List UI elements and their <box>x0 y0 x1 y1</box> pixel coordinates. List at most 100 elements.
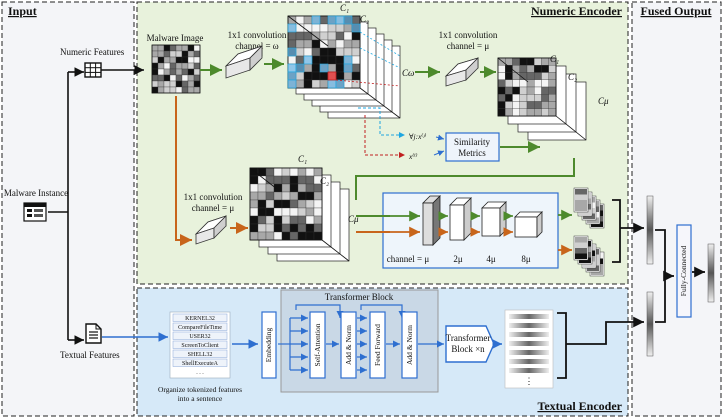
feature-map-cell <box>519 57 528 66</box>
feature-map-cell <box>335 55 345 65</box>
feature-map-cell <box>548 108 557 117</box>
token-text: CompareFileTime <box>178 325 222 331</box>
feature-map-cell <box>548 65 557 73</box>
feature-map-cell <box>335 47 345 57</box>
cnn-channel-4: 8μ <box>521 254 531 264</box>
feature-map-cell <box>548 79 557 88</box>
feature-map-cell <box>497 101 506 109</box>
feature-map-cell <box>327 63 337 73</box>
feature-map-cell <box>311 55 321 65</box>
feature-map-cell <box>313 167 323 177</box>
numeric-panel-title: Numeric Encoder <box>531 4 623 18</box>
feature-map-cell <box>305 175 315 185</box>
feature-map-cell <box>305 199 315 209</box>
feature-map-cell <box>351 55 361 65</box>
feature-map-cell <box>249 191 259 201</box>
feature-map-cell <box>295 55 305 65</box>
feature-map-cell <box>257 183 267 193</box>
feature-map-cell <box>534 79 542 88</box>
feature-map-cell <box>297 231 307 241</box>
stack-edge <box>359 87 401 119</box>
feature-map-cell <box>303 63 313 73</box>
feature-map-cell-frame <box>249 167 323 241</box>
image-cell <box>157 74 165 82</box>
feature-map-cell <box>249 223 259 233</box>
image-cell <box>151 50 159 58</box>
feature-map-cell <box>512 72 520 80</box>
feature-map-cell <box>541 72 549 80</box>
feature-map-cell <box>343 39 353 49</box>
token-text: ScreenToClient <box>181 343 219 349</box>
feature-map-cell <box>249 231 259 241</box>
token-row <box>172 331 228 340</box>
transformer-xn-label-2: Block ×n <box>451 344 485 354</box>
image-cell <box>169 86 177 94</box>
textual-panel-title: Textual Encoder <box>537 399 622 413</box>
feature-map-cell <box>343 71 353 81</box>
feature-map-cell <box>512 57 520 66</box>
feature-map-cell <box>297 199 307 209</box>
feature-map-cell <box>287 31 297 41</box>
cyan-selector-line <box>358 107 405 138</box>
feature-map-cell <box>313 215 323 225</box>
red-selector-line <box>364 115 405 158</box>
feature-map-cell <box>541 79 549 88</box>
cnn-channel-3: 4μ <box>486 254 496 264</box>
feature-map-cell <box>526 86 535 95</box>
feature-map-cell <box>541 94 549 102</box>
image-cell <box>187 44 195 52</box>
embeddings-ellipsis: ⋮ <box>525 376 534 386</box>
image-cell <box>193 86 201 94</box>
image-cell <box>151 56 159 64</box>
c-omega-label: Cω <box>402 68 414 78</box>
feed-forward-box <box>369 311 386 379</box>
conv2-kernel <box>444 57 479 87</box>
image-cell <box>163 74 171 82</box>
feature-map-cell <box>335 31 345 41</box>
input-connectors <box>48 65 144 345</box>
feature-map-cell <box>526 94 535 102</box>
conv3-channel: channel = μ <box>192 203 235 213</box>
feature-map-cell <box>305 231 315 241</box>
token-row <box>172 340 228 349</box>
embedding-bar <box>509 314 549 319</box>
image-cell <box>163 68 171 76</box>
malware-instance-icon <box>23 202 47 222</box>
feature-map-cell <box>343 23 353 33</box>
embedding-bar <box>509 350 549 355</box>
feature-map-cell <box>311 39 321 49</box>
feature-map-cell <box>534 72 542 80</box>
feature-map-cell <box>265 191 275 201</box>
image-cell <box>157 68 165 76</box>
image-cell <box>157 50 165 58</box>
feature-map-cell <box>313 199 323 209</box>
feature-map-cell <box>351 71 361 81</box>
image-cell <box>157 44 165 52</box>
feature-map-cell <box>335 23 345 33</box>
highlight-cell <box>327 79 337 89</box>
feature-map-cell <box>289 223 299 233</box>
feature-map-cell <box>351 63 361 73</box>
image-cell <box>151 62 159 70</box>
feature-map-cell <box>303 47 313 57</box>
highlight-cell <box>319 63 329 73</box>
stack-edge <box>321 239 350 262</box>
image-cell <box>193 74 201 82</box>
feature-map-cell <box>297 183 307 193</box>
feature-map-cell <box>295 47 305 57</box>
feature-map-cell <box>319 31 329 41</box>
image-cell <box>169 74 177 82</box>
feature-map-cell <box>289 231 299 241</box>
feature-map-cell <box>295 39 305 49</box>
add-norm-2-box <box>401 311 418 379</box>
feature-map-cell <box>287 55 297 65</box>
image-cell <box>181 80 189 88</box>
fully-connected-label: Fully-Connected <box>679 246 688 297</box>
feature-map-cell <box>273 199 283 209</box>
textual-merge-bracket <box>557 312 644 379</box>
feature-map-cell <box>289 183 299 193</box>
image-cell <box>175 62 183 70</box>
organize-label-1: Organize tokenized features <box>158 385 242 394</box>
feature-map-cell <box>497 94 506 102</box>
